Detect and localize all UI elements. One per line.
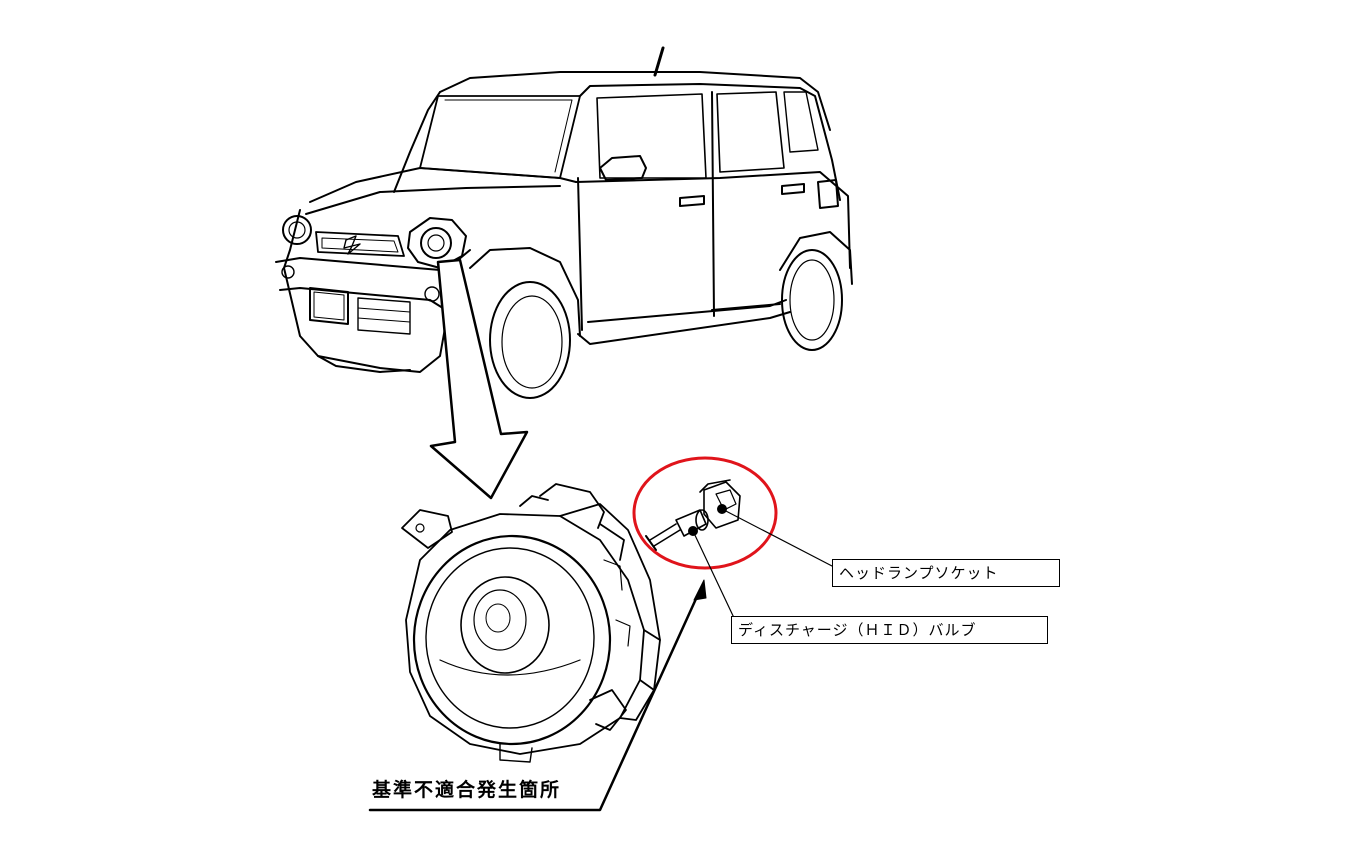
discharge-bulb-label: ディスチャージ（ＨＩＤ）バルブ	[731, 616, 1048, 644]
bulb-leader-line	[692, 530, 736, 621]
defect-highlight-circle	[632, 456, 778, 570]
zoom-arrow	[429, 258, 529, 500]
defect-location-label: 基準不適合発生箇所	[372, 779, 562, 801]
hid-bulb-illustration	[645, 509, 709, 551]
defect-pointer-arrow	[368, 579, 707, 812]
headlamp-socket-illustration	[699, 479, 741, 529]
vehicle-illustration	[275, 46, 853, 399]
headlamp-socket-label: ヘッドランプソケット	[832, 559, 1060, 587]
headlamp-assembly-illustration	[401, 483, 661, 763]
socket-leader-line	[721, 508, 833, 567]
